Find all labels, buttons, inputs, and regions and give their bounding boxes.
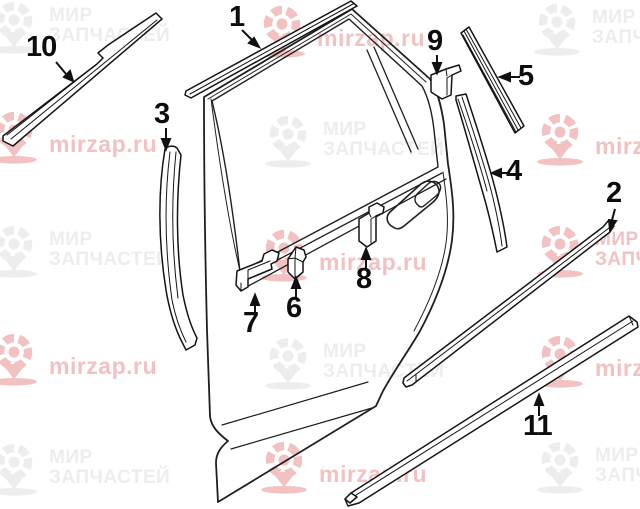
part-strip-11 [344,315,639,507]
callout-2-arrow [607,208,618,233]
frame-drip-line [207,13,427,100]
callout-2[interactable]: 2 [606,177,622,209]
door-panel [203,8,455,503]
callout-1[interactable]: 1 [229,1,245,33]
part-clip-9 [430,64,462,100]
quarter-window-divider [366,46,419,153]
part-strip-2 [402,220,615,388]
part-strip-5 [460,26,525,134]
mirzap-logo-icon [261,441,307,494]
mirzap-logo-icon [537,441,583,494]
callout-11[interactable]: 11 [523,410,553,442]
watermark-text: mirzap.ru [595,355,640,382]
callout-8-arrow [360,246,372,270]
callout-8[interactable]: 8 [356,263,372,295]
part-strip-3 [159,145,198,351]
front-post-inner-line [210,98,241,272]
callout-1-arrow [241,29,262,49]
lower-crease-lines [221,381,373,450]
rear-edge-inner-line [413,171,448,332]
door-handle-cup [414,180,442,208]
mirzap-logo-icon [0,443,37,496]
mirzap-logo-icon [265,337,311,390]
callout-arrows [55,29,618,416]
callout-4[interactable]: 4 [506,155,522,187]
callout-5[interactable]: 5 [518,60,534,92]
callout-7[interactable]: 7 [243,307,259,339]
watermark-text: mirzap.ru [595,133,640,160]
callout-10[interactable]: 10 [26,31,57,63]
callout-9-arrow [431,55,443,76]
mirzap-logo-icon [0,333,37,386]
part-clip-6 [287,246,307,280]
part-clip-7 [235,249,280,292]
callout-9[interactable]: 9 [427,25,443,57]
watermark-text: mirzap.ru [49,131,158,158]
part-clip-8 [358,202,385,248]
callout-3-arrow [160,128,172,152]
part-strip-4 [455,93,508,253]
watermark-text: mirzap.ru [319,249,428,276]
part-strip-1 [184,0,358,99]
door-handle-recess [386,180,440,230]
mirzap-logo-icon [534,3,580,56]
mirzap-logo-icon [537,113,583,166]
callout-7-arrow [249,292,261,315]
mirzap-logo-icon [0,225,37,278]
part-strip-10 [2,12,163,147]
watermark-cell: mirzap.ru [0,330,157,386]
callout-6-arrow [290,275,302,297]
callout-4-arrow [489,167,508,179]
callout-5-arrow [497,71,520,83]
watermark-text: mirzap.ru [49,353,158,380]
mirzap-logo-icon [265,115,311,168]
callout-11-arrow [533,392,545,416]
watermark-cell: mirzap.ru [534,110,640,166]
callout-6[interactable]: 6 [286,292,302,324]
callout-3[interactable]: 3 [154,98,170,130]
callout-10-arrow [55,61,75,83]
mirzap-logo-icon [0,1,37,54]
